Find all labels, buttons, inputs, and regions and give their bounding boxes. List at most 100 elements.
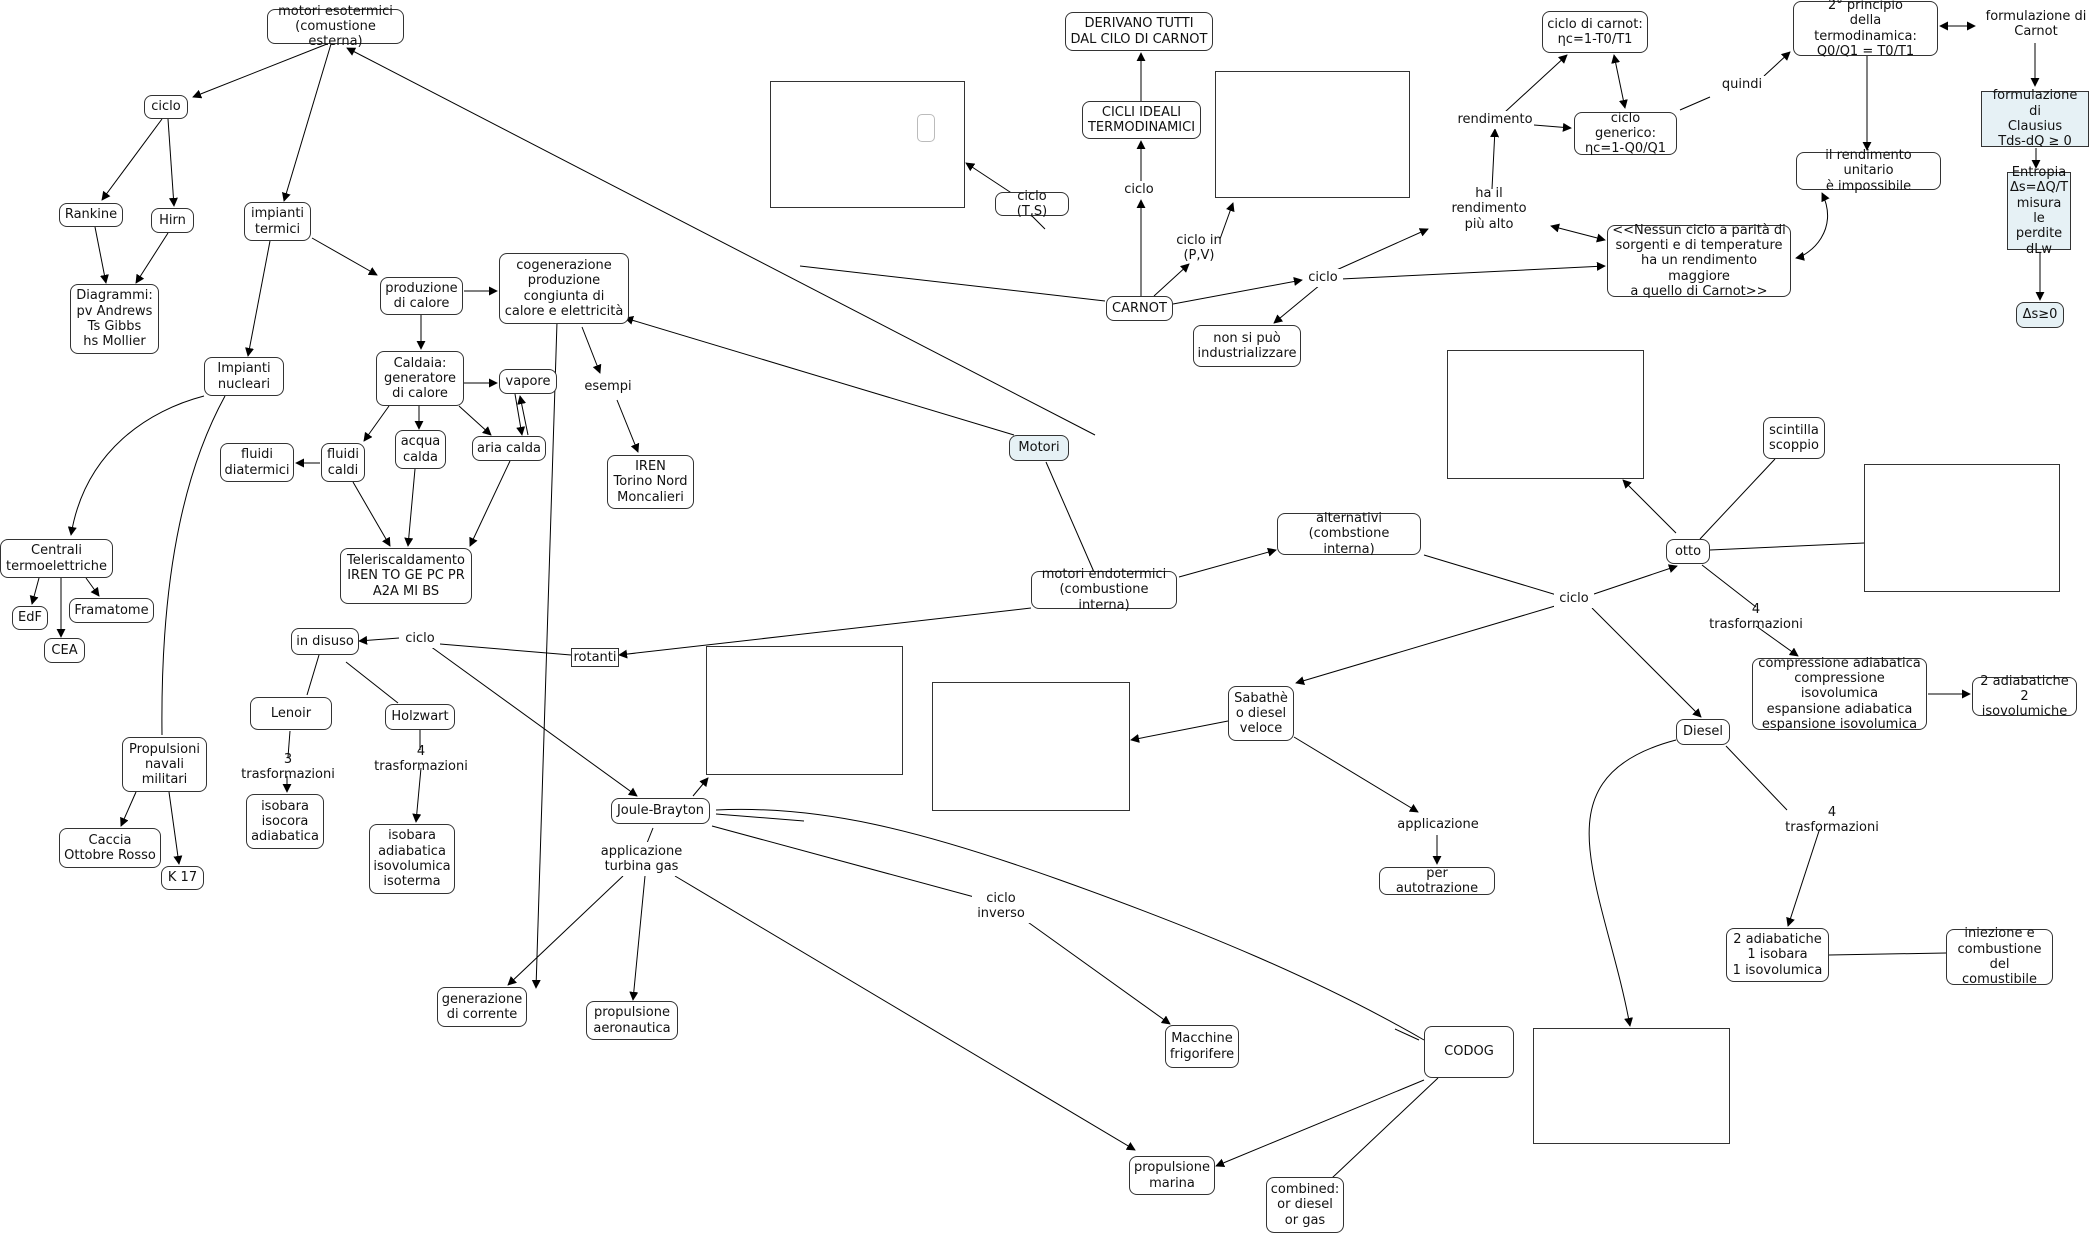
node-teleriscaldamento[interactable]: Teleriscaldamento IREN TO GE PC PR A2A M… <box>340 548 472 604</box>
node-propulsioni-navali[interactable]: Propulsioni navali militari <box>122 737 207 792</box>
node-ciclo-inverso[interactable]: ciclo inverso <box>972 889 1030 923</box>
connector-line <box>1215 1079 1425 1168</box>
node-isobara-adiabatica[interactable]: isobara adiabatica isovolumica isoterma <box>369 824 455 894</box>
node-alternativi[interactable]: alternativi (combstione interna) <box>1277 511 1421 557</box>
node-diesel[interactable]: Diesel <box>1676 719 1730 745</box>
node-3-trasformazioni[interactable]: 3 trasformazioni <box>234 752 342 782</box>
node-iren-torino[interactable]: IREN Torino Nord Moncalieri <box>607 455 694 509</box>
connector-curve <box>1588 739 1677 1027</box>
connector-line <box>1172 277 1303 305</box>
node-motori-endotermici[interactable]: motori endotermici (combustione interna) <box>1031 567 1177 613</box>
connector-line <box>1591 607 1702 718</box>
node-ciclo-disuso[interactable]: ciclo <box>400 630 440 648</box>
node-carnot[interactable]: CARNOT <box>1106 296 1173 321</box>
node-quindi[interactable]: quindi <box>1717 76 1767 94</box>
node-cogenerazione[interactable]: cogenerazione produzione congiunta di ca… <box>499 253 629 324</box>
node-isobara-isocora[interactable]: isobara isocora adiabatica <box>246 794 324 849</box>
node-2-adiabatiche-2-isovolumiche[interactable]: 2 adiabatiche 2 isovolumiche <box>1972 674 2077 719</box>
node-iniezione[interactable]: iniezione e combustione del comustibile <box>1946 926 2053 987</box>
image-icon <box>917 114 935 142</box>
connector-line <box>1490 128 1500 190</box>
connector-line <box>674 875 1136 1151</box>
node-4-trasformazioni-diesel[interactable]: 4 trasformazioni <box>1776 805 1888 835</box>
node-compressione-adiabatica[interactable]: compressione adiabatica compressione iso… <box>1752 656 1927 732</box>
node-entropia[interactable]: Entropia Δs=ΔQ/T misura le perdite dLw <box>2007 165 2071 257</box>
node-formulazione-carnot[interactable]: formulazione di Carnot <box>1980 7 2092 41</box>
node-macchine-frigorifere[interactable]: Macchine frigorifere <box>1165 1025 1239 1068</box>
node-in-disuso[interactable]: in disuso <box>291 628 359 655</box>
node-ciclo-carnot[interactable]: ciclo <box>1119 181 1159 199</box>
node-produzione-calore[interactable]: produzione di calore <box>380 277 463 315</box>
connector-line <box>311 237 378 276</box>
node-cea[interactable]: CEA <box>44 638 85 663</box>
node-non-si-puo-industrializzare[interactable]: non si può industrializzare <box>1193 325 1301 367</box>
node-motori-esotermici[interactable]: motori esotermici (comustione esterna) <box>267 4 404 49</box>
node-lenoir[interactable]: Lenoir <box>250 697 332 730</box>
connector-line <box>469 460 511 547</box>
connector-line <box>1017 914 1171 1025</box>
node-ciclo-ts[interactable]: ciclo (T,S) <box>995 189 1069 219</box>
node-4-trasformazioni-holzwart[interactable]: 4 trasformazioni <box>367 744 475 774</box>
node-caldaia[interactable]: Caldaia: generatore di calore <box>376 351 464 406</box>
node-esempi[interactable]: esempi <box>582 377 634 397</box>
node-nessun-ciclo[interactable]: <<Nessun ciclo a parità di sorgenti e di… <box>1607 223 1791 299</box>
node-derivano-tutti[interactable]: DERIVANO TUTTI DAL CILO DI CARNOT <box>1065 12 1213 51</box>
node-acqua-calda[interactable]: acqua calda <box>395 430 446 469</box>
node-propulsione-aeronautica[interactable]: propulsione aeronautica <box>586 1001 678 1040</box>
node-rendimento[interactable]: rendimento <box>1456 111 1534 129</box>
node-edf[interactable]: EdF <box>12 606 48 630</box>
node-fluidi-diatermici[interactable]: fluidi diatermici <box>220 443 294 482</box>
node-ciclo-alternativi[interactable]: ciclo <box>1554 590 1594 608</box>
node-per-autotrazione[interactable]: per autotrazione <box>1379 866 1495 896</box>
image-placeholder-ts <box>770 81 965 208</box>
connector-line <box>1533 122 1572 132</box>
node-caccia-ottobre-rosso[interactable]: Caccia Ottobre Rosso <box>59 828 161 868</box>
node-ciclo-right[interactable]: ciclo <box>1303 269 1343 287</box>
connector-line <box>1725 745 1788 811</box>
node-scintilla-scoppio[interactable]: scintilla scoppio <box>1763 417 1825 459</box>
node-generazione-corrente[interactable]: generazione di corrente <box>437 987 527 1027</box>
node-framatome[interactable]: Framatome <box>69 598 154 623</box>
node-codog[interactable]: CODOG <box>1424 1026 1514 1078</box>
node-vapore[interactable]: vapore <box>499 369 557 394</box>
node-propulsione-marina[interactable]: propulsione marina <box>1129 1156 1215 1195</box>
node-2-adiabatiche-1-isobara[interactable]: 2 adiabatiche 1 isobara 1 isovolumica <box>1726 928 1829 982</box>
node-k17[interactable]: K 17 <box>161 866 204 890</box>
node-delta-s[interactable]: Δs≥0 <box>2016 302 2064 328</box>
node-ciclo-generico[interactable]: ciclo generico: ηc=1-Q0/Q1 <box>1574 111 1677 156</box>
node-ha-il-rendimento[interactable]: ha il rendimento più alto <box>1432 186 1546 232</box>
node-rendimento-unitario[interactable]: il rendimento unitario è impossibile <box>1796 148 1941 194</box>
node-hirn[interactable]: Hirn <box>151 208 194 233</box>
node-holzwart[interactable]: Holzwart <box>385 704 455 730</box>
connector-line <box>282 43 332 202</box>
connector-line <box>1763 51 1791 77</box>
node-cicli-ideali[interactable]: CICLI IDEALI TERMODINAMICI <box>1082 101 1201 139</box>
connector-line <box>646 827 654 844</box>
node-secondo-principio[interactable]: 2° principio della termodinamica: Q0/Q1 … <box>1793 0 1938 59</box>
node-joule-brayton[interactable]: Joule-Brayton <box>611 798 710 824</box>
node-combined[interactable]: combined: or diesel or gas <box>1266 1177 1344 1233</box>
node-applicazione-turbina[interactable]: applicazione turbina gas <box>599 842 684 876</box>
node-applicazione-sabathe[interactable]: applicazione <box>1392 816 1484 834</box>
node-rotanti[interactable]: rotanti <box>571 648 619 667</box>
node-impianti-termici[interactable]: impianti termici <box>244 202 311 241</box>
connector-line <box>1786 827 1821 927</box>
node-rankine[interactable]: Rankine <box>59 203 123 227</box>
node-centrali-termoelettriche[interactable]: Centrali termoelettriche <box>0 539 113 578</box>
node-impianti-nucleari[interactable]: Impianti nucleari <box>204 357 284 396</box>
connector-line <box>1331 1077 1439 1179</box>
node-diagrammi[interactable]: Diagrammi: pv Andrews Ts Gibbs hs Mollie… <box>70 284 159 354</box>
connector-line <box>711 825 979 899</box>
node-ciclo-pv[interactable]: ciclo in (P,V) <box>1158 233 1240 263</box>
image-placeholder-otto-left <box>1447 350 1644 479</box>
node-fluidi-caldi[interactable]: fluidi caldi <box>321 443 365 482</box>
node-4-trasformazioni-otto[interactable]: 4 trasformazioni <box>1700 602 1812 632</box>
node-motori[interactable]: Motori <box>1009 435 1069 461</box>
node-ciclo-esotermici[interactable]: ciclo <box>144 95 188 119</box>
node-formulazione-clausius[interactable]: formulazione di Clausius Tds-dQ ≥ 0 <box>1981 88 2089 149</box>
node-aria-calda[interactable]: aria calda <box>472 436 546 461</box>
connector-line <box>439 643 572 656</box>
node-ciclo-di-carnot[interactable]: ciclo di carnot: ηc=1-T0/T1 <box>1542 11 1648 53</box>
node-sabathe[interactable]: Sabathè o diesel veloce <box>1228 686 1294 741</box>
node-otto[interactable]: otto <box>1666 539 1710 564</box>
